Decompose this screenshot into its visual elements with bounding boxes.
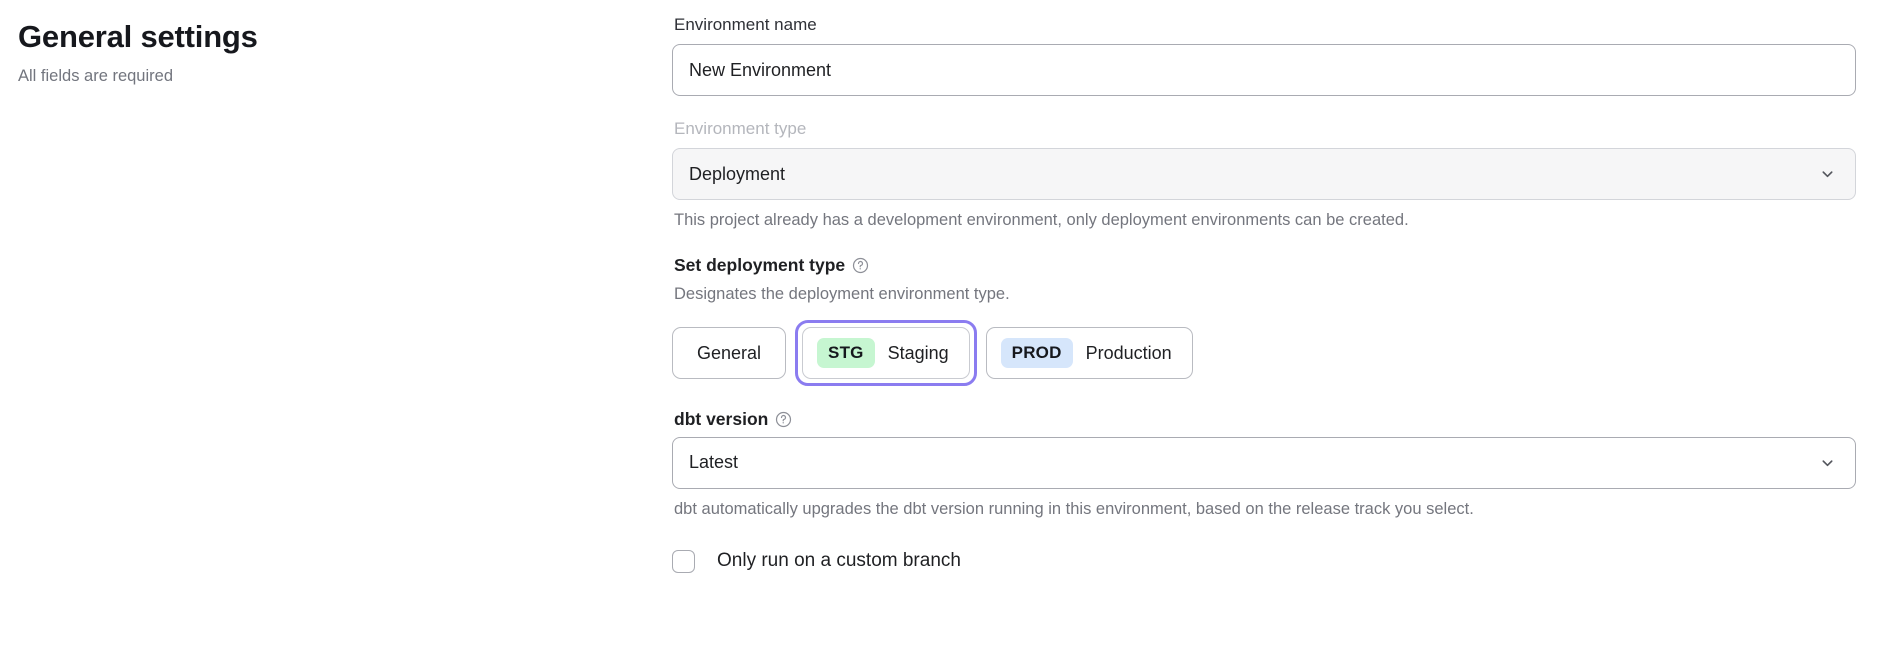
dbt-version-label-row: dbt version bbox=[672, 408, 1856, 431]
custom-branch-row: Only run on a custom branch bbox=[672, 549, 1856, 573]
deployment-type-field-group: Set deployment type Designates the deplo… bbox=[672, 254, 1856, 387]
page-subtitle: All fields are required bbox=[18, 66, 173, 85]
deployment-type-option-staging[interactable]: STG Staging bbox=[802, 327, 970, 380]
environment-name-input[interactable] bbox=[672, 44, 1856, 97]
dbt-version-field-group: dbt version Latest bbox=[672, 408, 1856, 521]
environment-type-label: Environment type bbox=[674, 119, 807, 139]
deployment-type-option-production-label: Production bbox=[1085, 342, 1172, 363]
environment-type-select[interactable]: Deployment bbox=[672, 148, 1856, 201]
dbt-version-value: Latest bbox=[689, 452, 739, 473]
deployment-type-option-general-label: General bbox=[697, 342, 762, 363]
deployment-type-option-group: General STG Staging PROD Production bbox=[672, 320, 1856, 387]
environment-type-help-text: This project already has a development e… bbox=[674, 211, 1409, 230]
page-title: General settings bbox=[18, 19, 258, 54]
stg-badge: STG bbox=[817, 338, 875, 369]
deployment-type-option-general[interactable]: General bbox=[672, 327, 787, 380]
general-settings-form: Environment name Environment type Deploy… bbox=[672, 14, 1856, 573]
environment-type-field-group: Environment type Deployment This project… bbox=[672, 118, 1856, 232]
deployment-type-option-production[interactable]: PROD Production bbox=[985, 327, 1193, 380]
question-circle-icon[interactable] bbox=[852, 257, 869, 274]
environment-name-field-group: Environment name bbox=[672, 14, 1856, 97]
deployment-type-option-staging-label: Staging bbox=[887, 342, 949, 363]
dbt-version-help-text: dbt automatically upgrades the dbt versi… bbox=[674, 499, 1474, 518]
environment-type-value: Deployment bbox=[689, 163, 786, 184]
settings-intro: General settings All fields are required bbox=[18, 18, 578, 87]
environment-name-label: Environment name bbox=[674, 15, 817, 34]
deployment-type-option-staging-focus-ring: STG Staging bbox=[795, 320, 977, 387]
dbt-version-select[interactable]: Latest bbox=[672, 436, 1856, 489]
dbt-version-label: dbt version bbox=[674, 409, 769, 430]
deployment-type-label-row: Set deployment type bbox=[672, 254, 1856, 277]
prod-badge: PROD bbox=[1000, 338, 1073, 369]
deployment-type-label: Set deployment type bbox=[674, 255, 846, 276]
deployment-type-help-text: Designates the deployment environment ty… bbox=[674, 285, 1010, 304]
dbt-version-select-wrap: Latest bbox=[672, 436, 1856, 489]
custom-branch-label[interactable]: Only run on a custom branch bbox=[717, 550, 961, 572]
custom-branch-checkbox[interactable] bbox=[672, 549, 695, 573]
environment-type-select-wrap: Deployment bbox=[672, 148, 1856, 201]
question-circle-icon[interactable] bbox=[775, 411, 792, 428]
